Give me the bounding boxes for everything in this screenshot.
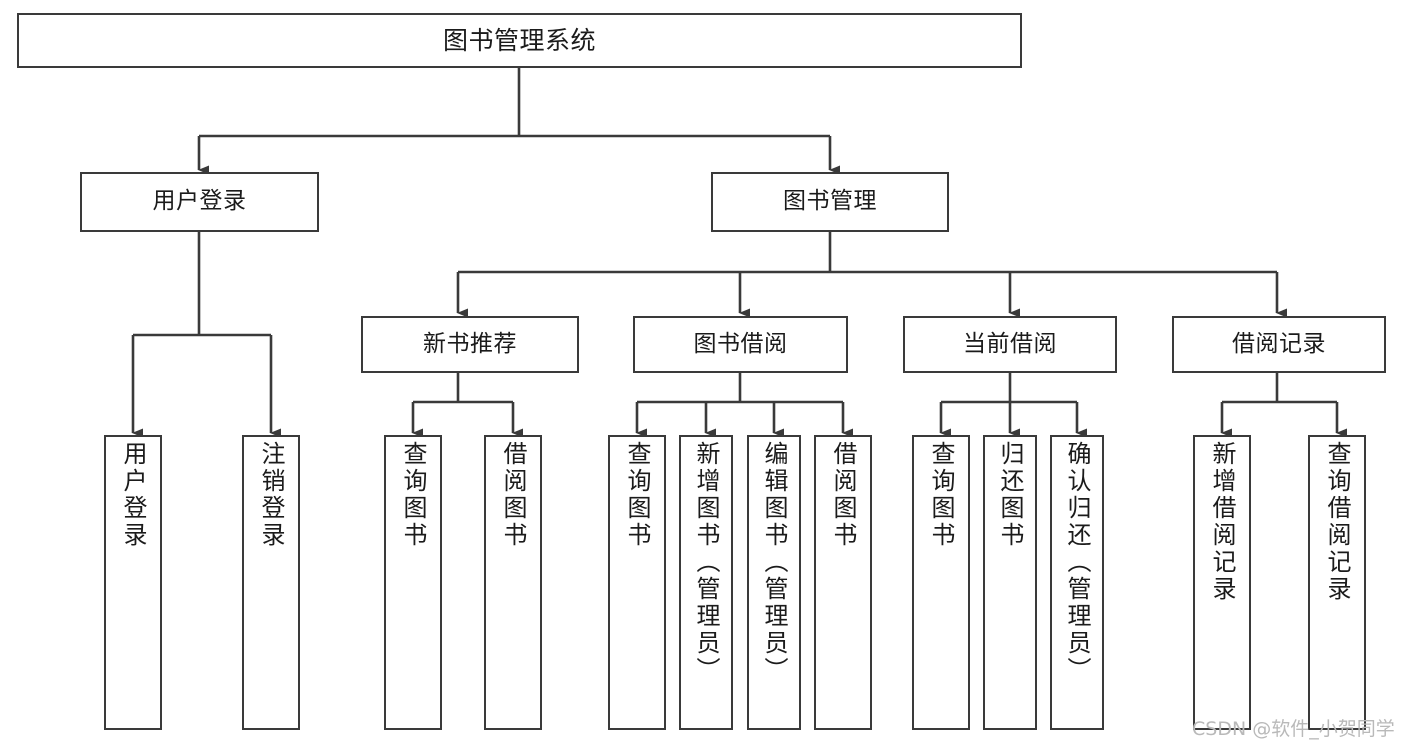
node-leaf-confirm-return-label: 确认归还（管理员） — [1063, 441, 1091, 684]
node-leaf-return-book-label: 归还图书 — [996, 441, 1024, 549]
node-leaf-borrow-book-2-label: 借阅图书 — [829, 441, 857, 549]
node-leaf-borrow-book-1-label: 借阅图书 — [499, 441, 527, 549]
node-leaf-add-record-label: 新增借阅记录 — [1208, 441, 1236, 603]
node-leaf-add-book-label: 新增图书（管理员） — [692, 441, 720, 684]
node-current-borrow-label: 当前借阅 — [963, 330, 1057, 357]
node-borrow-record[interactable]: 借阅记录 — [1172, 316, 1386, 373]
node-leaf-user-login[interactable]: 用户登录 — [104, 435, 162, 730]
node-leaf-query-record[interactable]: 查询借阅记录 — [1308, 435, 1366, 730]
node-leaf-add-record[interactable]: 新增借阅记录 — [1193, 435, 1251, 730]
node-leaf-query-book-1-label: 查询图书 — [399, 441, 427, 549]
csdn-watermark: CSDN @软件_小贺同学 — [1192, 718, 1395, 740]
node-book-management[interactable]: 图书管理 — [711, 172, 949, 232]
node-leaf-borrow-book-1[interactable]: 借阅图书 — [484, 435, 542, 730]
node-leaf-borrow-book-2[interactable]: 借阅图书 — [814, 435, 872, 730]
node-leaf-query-record-label: 查询借阅记录 — [1323, 441, 1351, 603]
node-leaf-user-login-label: 用户登录 — [119, 441, 147, 549]
node-root-system-label: 图书管理系统 — [442, 25, 596, 55]
node-current-borrow[interactable]: 当前借阅 — [903, 316, 1117, 373]
node-book-borrow[interactable]: 图书借阅 — [633, 316, 848, 373]
node-leaf-query-book-1[interactable]: 查询图书 — [384, 435, 442, 730]
node-leaf-add-book[interactable]: 新增图书（管理员） — [679, 435, 733, 730]
node-leaf-edit-book-label: 编辑图书（管理员） — [760, 441, 788, 684]
node-borrow-record-label: 借阅记录 — [1232, 330, 1326, 357]
node-leaf-query-book-3-label: 查询图书 — [927, 441, 955, 549]
node-leaf-edit-book[interactable]: 编辑图书（管理员） — [747, 435, 801, 730]
node-leaf-return-book[interactable]: 归还图书 — [983, 435, 1037, 730]
node-book-borrow-label: 图书借阅 — [693, 330, 788, 357]
node-root-system[interactable]: 图书管理系统 — [17, 13, 1022, 68]
node-leaf-confirm-return[interactable]: 确认归还（管理员） — [1050, 435, 1104, 730]
node-leaf-query-book-2[interactable]: 查询图书 — [608, 435, 666, 730]
node-leaf-query-book-2-label: 查询图书 — [623, 441, 651, 549]
node-leaf-logout-login-label: 注销登录 — [257, 441, 285, 549]
node-new-book-recommend-label: 新书推荐 — [423, 330, 517, 357]
node-new-book-recommend[interactable]: 新书推荐 — [361, 316, 579, 373]
node-user-login-label: 用户登录 — [152, 188, 247, 215]
node-book-management-label: 图书管理 — [783, 188, 877, 215]
node-leaf-query-book-3[interactable]: 查询图书 — [912, 435, 970, 730]
node-leaf-logout-login[interactable]: 注销登录 — [242, 435, 300, 730]
node-user-login[interactable]: 用户登录 — [80, 172, 319, 232]
